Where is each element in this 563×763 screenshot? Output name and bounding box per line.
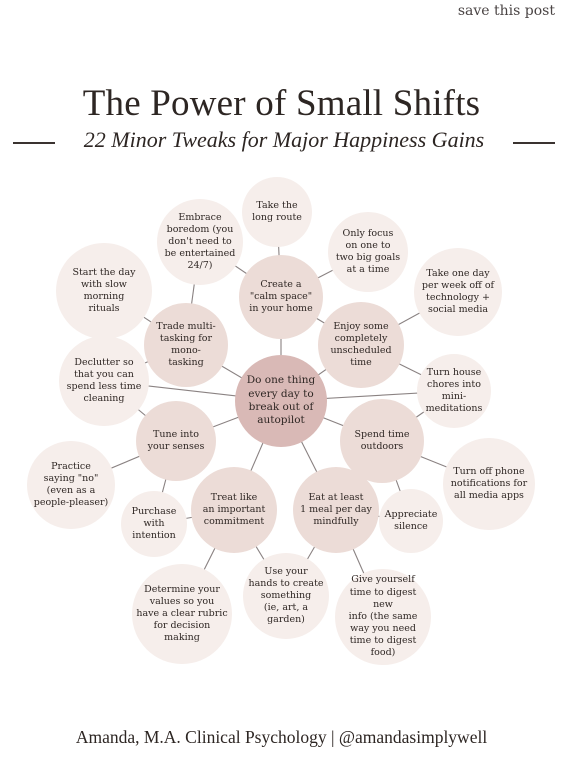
outer-node-embrace-boredom: Embrace boredom (you don't need to be en…: [157, 199, 243, 285]
inner-node-commitment: Treat like an important commitment: [191, 467, 277, 553]
outer-node-morning-rituals: Start the day with slow morning rituals: [56, 243, 152, 339]
footer-credit: Amanda, M.A. Clinical Psychology | @aman…: [75, 727, 488, 747]
outer-node-silence: Appreciate silence: [379, 489, 443, 553]
subtitle-row: 22 Minor Tweaks for Major Happiness Gain…: [0, 127, 563, 157]
inner-node-unscheduled-time: Enjoy some completely unscheduled time: [318, 302, 404, 388]
outer-node-values-rubric: Determine your values so you have a clea…: [132, 564, 232, 664]
inner-node-mindful-meal: Eat at least 1 meal per day mindfully: [293, 467, 379, 553]
outer-node-declutter: Declutter so that you can spend less tim…: [59, 336, 149, 426]
page-title: The Power of Small Shifts: [82, 83, 481, 124]
outer-node-digest-info: Give yourself time to digest new info (t…: [335, 569, 431, 665]
inner-node-calm-space: Create a "calm space" in your home: [239, 255, 323, 339]
inner-node-outdoors: Spend time outdoors: [340, 399, 424, 483]
center-node: Do one thing every day to break out of a…: [235, 355, 327, 447]
inner-node-mono-tasking: Trade multi- tasking for mono- tasking: [144, 303, 228, 387]
outer-node-create-with-hands: Use your hands to create something (ie, …: [243, 553, 329, 639]
outer-node-chores-meditation: Turn house chores into mini- meditations: [417, 354, 491, 428]
outer-node-purchase-intention: Purchase with intention: [121, 491, 187, 557]
save-this-post-label: save this post: [457, 3, 555, 19]
subtitle-rule-right: [513, 142, 555, 144]
outer-node-saying-no: Practice saying "no" (even as a people-p…: [27, 441, 115, 529]
outer-node-phone-notifications: Turn off phone notifications for all med…: [443, 438, 535, 530]
subtitle-rule-left: [13, 142, 55, 144]
inner-node-senses: Tune into your senses: [136, 401, 216, 481]
page-subtitle: 22 Minor Tweaks for Major Happiness Gain…: [83, 127, 485, 152]
outer-node-tech-day-off: Take one day per week off of technology …: [414, 248, 502, 336]
outer-node-big-goals: Only focus on one to two big goals at a …: [328, 212, 408, 292]
outer-node-long-route: Take the long route: [242, 177, 312, 247]
